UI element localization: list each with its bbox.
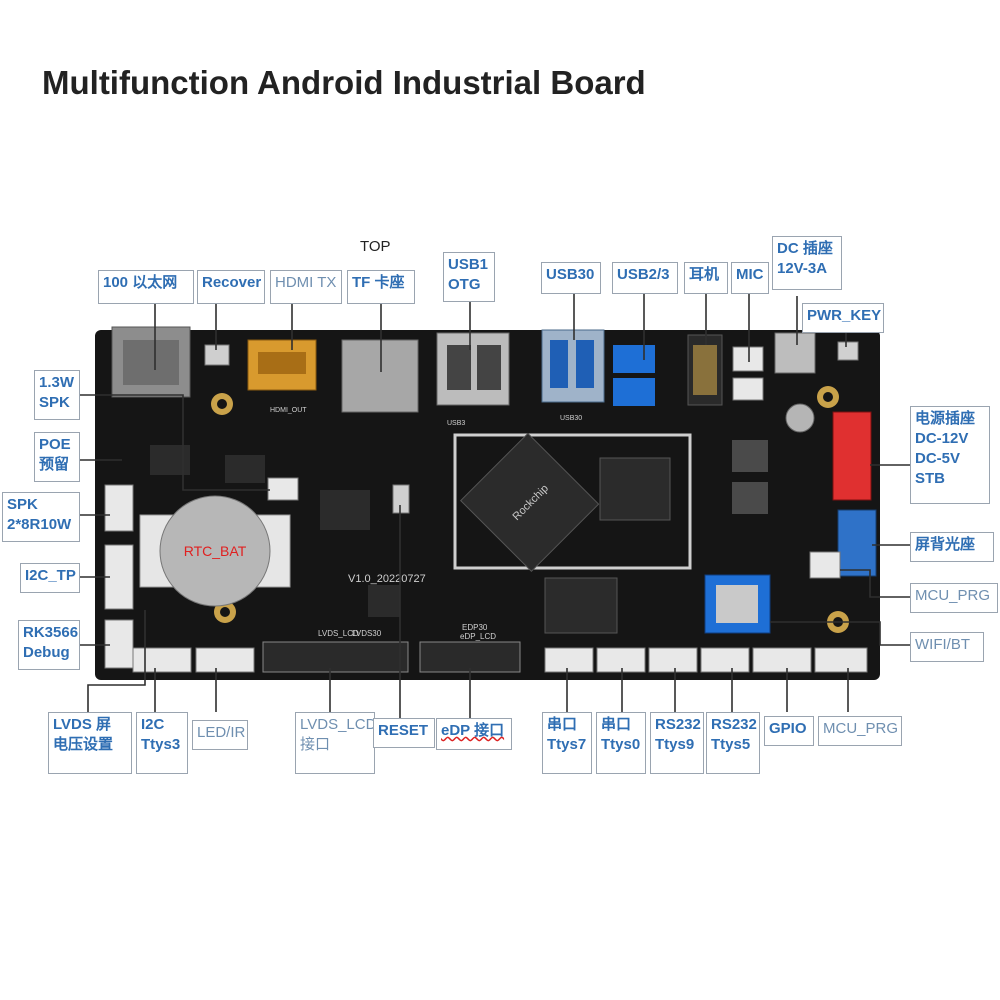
label-usb30: USB30: [541, 262, 601, 294]
gpio-header: [752, 647, 812, 673]
label-ethernet: 100 以太网: [98, 270, 194, 304]
i2c-header: [132, 647, 192, 673]
label-edp-port: eDP 接口: [436, 718, 512, 750]
emmc-chip: [544, 577, 618, 634]
label-lvds-voltage: LVDS 屏 电压设置: [48, 712, 132, 774]
label-mic: MIC: [731, 262, 769, 294]
capacitor: [785, 403, 815, 433]
silk-lvds-sub: LVDS30: [352, 629, 382, 638]
recover-button-part: [204, 344, 230, 366]
soc-chip: [459, 432, 600, 573]
label-earphone: 耳机: [684, 262, 728, 294]
label-pwr-key: PWR_KEY: [802, 303, 884, 333]
label-i2c-ttys3: I2C Ttys3: [136, 712, 188, 774]
power-key: [837, 341, 859, 361]
label-tf: TF 卡座: [347, 270, 415, 304]
silk-hdmi: HDMI_OUT: [270, 407, 307, 414]
uart0-header: [596, 647, 646, 673]
mic-connector: [732, 346, 764, 372]
inductor: [732, 482, 768, 514]
label-backlight: 屏背光座: [910, 532, 994, 562]
label-spk-13w: 1.3W SPK: [34, 370, 80, 420]
backlight-socket: [837, 509, 877, 577]
label-dc-socket: DC 插座 12V-3A: [772, 236, 842, 290]
label-recover: Recover: [197, 270, 265, 304]
rs232-5-header: [700, 647, 750, 673]
silk-lvds: LVDS_LCD: [318, 629, 359, 638]
usb23-header: [613, 345, 655, 373]
label-reset: RESET: [373, 718, 435, 748]
edp-connector: [419, 641, 521, 673]
label-wifi-bt: WIFI/BT: [910, 632, 984, 662]
label-rs232-ttys5: RS232 Ttys5: [706, 712, 760, 774]
power-socket: [832, 411, 872, 501]
dc-socket: [774, 332, 816, 374]
spk-connector: [104, 484, 134, 532]
label-rk-debug: RK3566 Debug: [18, 620, 80, 670]
silk-usb30: USB30: [560, 415, 582, 422]
label-usb1-otg: USB1 OTG: [443, 252, 495, 302]
ic-chip: [320, 490, 370, 530]
page-title: Multifunction Android Industrial Board: [42, 64, 646, 101]
label-poe: POE 预留: [34, 432, 80, 482]
silk-version: V1.0_20220727: [348, 573, 426, 585]
rtc-label: RTC_BAT: [184, 543, 247, 559]
rs232-9-header: [648, 647, 698, 673]
label-gpio: GPIO: [764, 716, 814, 746]
label-uart-ttys0: 串口 Ttys0: [596, 712, 646, 774]
mcu-prg-bottom-header: [814, 647, 868, 673]
label-spk-2x: SPK 2*8R10W: [2, 492, 80, 542]
ic-chip: [368, 585, 400, 617]
label-hdmi-tx: HDMI TX: [270, 270, 342, 304]
label-mcu-prg-right: MCU_PRG: [910, 583, 998, 613]
label-i2c-tp: I2C_TP: [20, 563, 80, 593]
mcu-prg-header: [809, 551, 841, 579]
silk-usb3: USB3: [447, 420, 465, 427]
uart7-header: [544, 647, 594, 673]
silk-edp: EDP30: [462, 623, 488, 632]
label-mcu-prg-bottom: MCU_PRG: [818, 716, 902, 746]
label-rs232-ttys9: RS232 Ttys9: [650, 712, 704, 774]
reset-button-part: [392, 484, 410, 514]
inductor: [732, 440, 768, 472]
label-usb23: USB2/3: [612, 262, 678, 294]
usb23-header: [613, 378, 655, 406]
mic-connector: [732, 377, 764, 401]
soc-shield-outline: [453, 433, 692, 570]
rtc-battery: [159, 495, 271, 607]
label-lvds-port: LVDS_LCD 接口: [295, 712, 376, 774]
label-power-socket: 电源插座 DC-12V DC-5V STB: [910, 406, 990, 504]
silk-edp-sub: eDP_LCD: [460, 632, 496, 641]
ram-chip: [599, 457, 671, 521]
led-ir-header: [195, 647, 255, 673]
label-uart-ttys7: 串口 Ttys7: [542, 712, 592, 774]
speaker-connector-small: [267, 477, 299, 501]
tf-slot: [341, 339, 419, 413]
lvds-connector: [262, 641, 409, 673]
ic-chip: [150, 445, 190, 475]
label-led-ir: LED/IR: [192, 720, 248, 750]
ic-chip: [225, 455, 265, 483]
debug-connector: [104, 619, 134, 669]
top-label: TOP: [360, 238, 391, 255]
